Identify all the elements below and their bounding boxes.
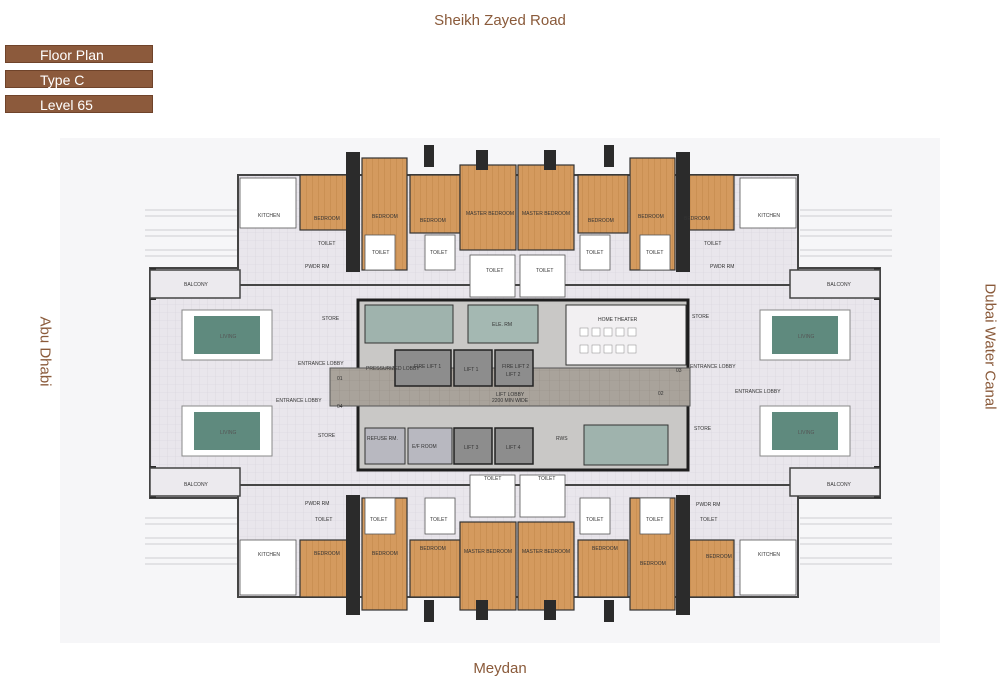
label-bedroom-3: BEDROOM: [420, 218, 446, 224]
label-store-3: STORE: [692, 314, 710, 320]
label-living-nw: LIVING: [220, 334, 237, 340]
label-lift-1: LIFT 1: [464, 367, 479, 373]
label-bedroom-10: BEDROOM: [592, 546, 618, 552]
label-rws: RWS: [556, 436, 568, 442]
label-bedroom-6: BEDROOM: [684, 216, 710, 222]
label-toilet-15: TOILET: [315, 517, 332, 523]
label-bedroom-5: BEDROOM: [638, 214, 664, 220]
tag-level: Level 65: [5, 95, 153, 113]
label-toilet-6: TOILET: [586, 250, 603, 256]
label-pwdr-4: PWDR RM: [696, 502, 720, 508]
south-label: Meydan: [473, 660, 527, 677]
lifts: [394, 349, 534, 465]
label-bedroom-8: BEDROOM: [372, 551, 398, 557]
label-entrance-2: ENTRANCE LOBBY: [276, 398, 322, 404]
living-rugs: [181, 309, 851, 457]
label-master-1: MASTER BEDROOM: [466, 211, 514, 217]
ef-room: [407, 427, 453, 465]
wet-areas: [239, 177, 797, 596]
label-fire-lift-1: FIRE LIFT 1: [414, 364, 441, 370]
label-toilet-3: TOILET: [430, 250, 447, 256]
label-unit-02: 02: [658, 391, 664, 397]
label-pwdr-2: PWDR RM: [710, 264, 734, 270]
label-toilet-4: TOILET: [486, 268, 503, 274]
tag-floor-plan: Floor Plan: [5, 45, 153, 63]
label-toilet-5: TOILET: [536, 268, 553, 274]
label-living-sw: LIVING: [220, 430, 237, 436]
label-kitchen-sw: KITCHEN: [258, 552, 280, 558]
label-entrance-4: ENTRANCE LOBBY: [735, 389, 781, 395]
label-toilet-11: TOILET: [484, 476, 501, 482]
label-lift-2: LIFT 2: [506, 372, 521, 378]
label-bedroom-4: BEDROOM: [588, 218, 614, 224]
label-toilet-2: TOILET: [372, 250, 389, 256]
plan-tags: Floor Plan Type C Level 65: [5, 45, 153, 120]
label-bedroom-2: BEDROOM: [372, 214, 398, 220]
label-entrance-1: ENTRANCE LOBBY: [298, 361, 344, 367]
street-lines: [145, 209, 892, 565]
label-living-ne: LIVING: [798, 334, 815, 340]
label-bedroom-12: BEDROOM: [706, 554, 732, 560]
label-balcony-sw: BALCONY: [184, 482, 209, 488]
label-balcony-nw: BALCONY: [184, 282, 209, 288]
label-lift-3: LIFT 3: [464, 445, 479, 451]
elec-room: [467, 304, 539, 344]
label-home-theater: HOME THEATER: [598, 317, 638, 323]
label-toilet-14: TOILET: [646, 517, 663, 523]
label-master-4: MASTER BEDROOM: [522, 549, 570, 555]
label-bedroom-7: BEDROOM: [314, 551, 340, 557]
balconies: [149, 269, 881, 497]
label-toilet-13: TOILET: [586, 517, 603, 523]
label-unit-04: 04: [337, 404, 343, 410]
label-toilet-7: TOILET: [646, 250, 663, 256]
label-kitchen-nw: KITCHEN: [258, 213, 280, 219]
label-pwdr-3: PWDR RM: [305, 501, 329, 507]
label-unit-03: 03: [676, 368, 682, 374]
label-lift-lobby: LIFT LOBBY: [496, 392, 525, 398]
label-living-se: LIVING: [798, 430, 815, 436]
label-toilet-9: TOILET: [370, 517, 387, 523]
refuse-room: [364, 427, 406, 465]
label-store-1: STORE: [322, 316, 340, 322]
label-kitchen-ne: KITCHEN: [758, 213, 780, 219]
label-lift-4: LIFT 4: [506, 445, 521, 451]
label-bedroom-9: BEDROOM: [420, 546, 446, 552]
label-pwdr-1: PWDR RM: [305, 264, 329, 270]
label-toilet-12: TOILET: [538, 476, 555, 482]
label-unit-01: 01: [337, 376, 343, 382]
tag-type: Type C: [5, 70, 153, 88]
label-toilet-1: TOILET: [318, 241, 335, 247]
label-master-2: MASTER BEDROOM: [522, 211, 570, 217]
label-store-4: STORE: [694, 426, 712, 432]
label-elec-rm: ELE. RM: [492, 322, 512, 328]
label-bedroom-1: BEDROOM: [314, 216, 340, 222]
label-toilet-10: TOILET: [430, 517, 447, 523]
label-toilet-8: TOILET: [704, 241, 721, 247]
label-master-3: MASTER BEDROOM: [464, 549, 512, 555]
label-pressurized-lobby: PRESSURIZED LOBBY: [366, 366, 420, 372]
label-balcony-se: BALCONY: [827, 482, 852, 488]
label-balcony-ne: BALCONY: [827, 282, 852, 288]
label-bedroom-11: BEDROOM: [640, 561, 666, 567]
label-lift-lobby-note: 2200 MIN WIDE: [492, 398, 529, 404]
label-store-2: STORE: [318, 433, 336, 439]
label-refuse-rm: REFUSE RM.: [367, 436, 398, 442]
label-kitchen-se: KITCHEN: [758, 552, 780, 558]
stairs: [364, 304, 669, 466]
label-toilet-16: TOILET: [700, 517, 717, 523]
north-label: Sheikh Zayed Road: [434, 12, 566, 29]
label-ef-room: E/F ROOM: [412, 444, 437, 450]
label-fire-lift-2: FIRE LIFT 2: [502, 364, 529, 370]
label-entrance-3: ENTRANCE LOBBY: [690, 364, 736, 370]
